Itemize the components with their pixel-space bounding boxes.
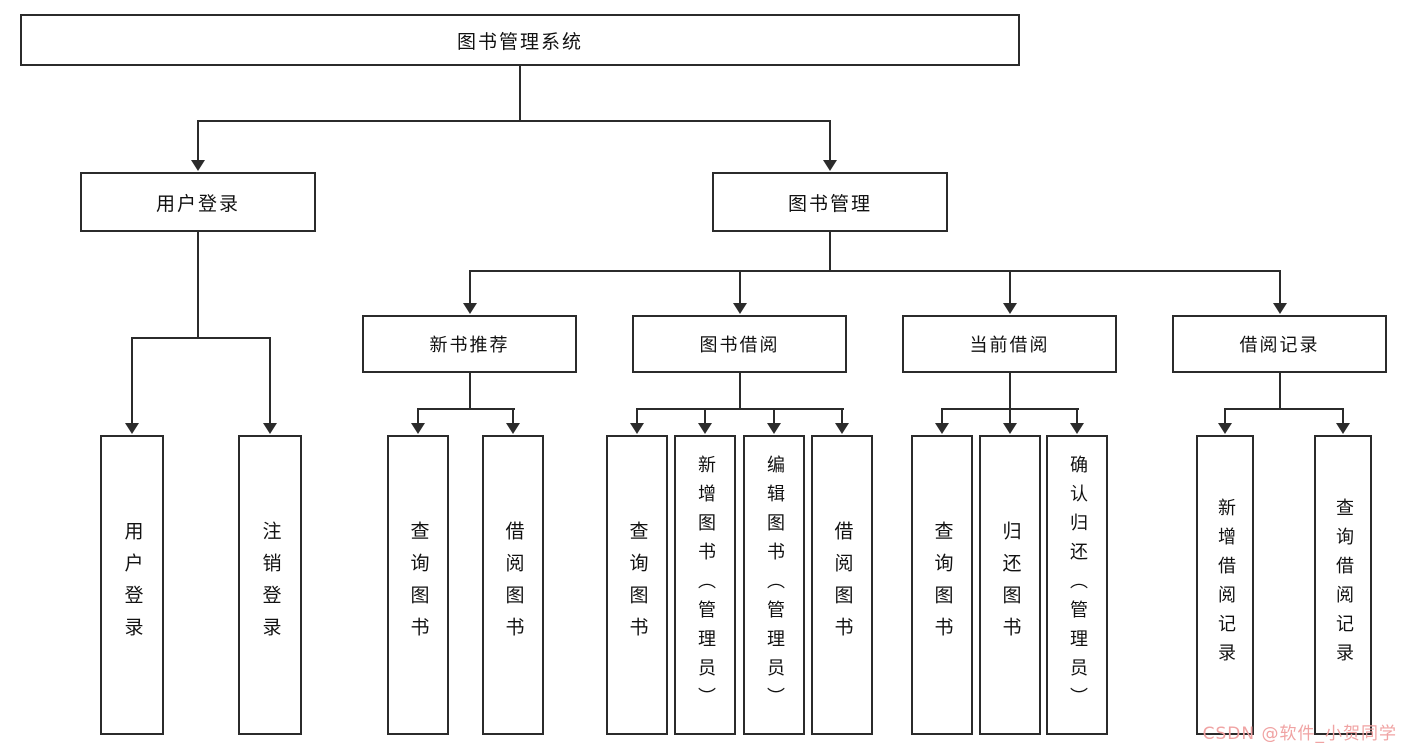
leaf-user-login: 用户登录 xyxy=(100,435,164,735)
arrow-down-icon xyxy=(191,160,205,171)
arrow-down-icon xyxy=(835,423,849,434)
arrow-down-icon xyxy=(1070,423,1084,434)
arrow-down-icon xyxy=(463,303,477,314)
connector-line xyxy=(739,373,741,408)
connector-line xyxy=(1279,373,1281,408)
connector-line xyxy=(1009,373,1011,408)
arrow-down-icon xyxy=(125,423,139,434)
connector-line xyxy=(197,232,199,337)
arrow-down-icon xyxy=(1003,303,1017,314)
connector-line xyxy=(269,337,271,424)
connector-line xyxy=(469,270,471,304)
connector-line xyxy=(829,232,831,270)
connector-line xyxy=(704,408,706,424)
leaf-cb-query-book: 查询图书 xyxy=(911,435,973,735)
arrow-down-icon xyxy=(630,423,644,434)
connector-line xyxy=(131,337,133,424)
node-current-borrow: 当前借阅 xyxy=(902,315,1117,373)
arrow-down-icon xyxy=(1218,423,1232,434)
watermark-text: CSDN @软件_小贺同学 xyxy=(1202,724,1397,744)
leaf-logout: 注销登录 xyxy=(238,435,302,735)
arrow-down-icon xyxy=(263,423,277,434)
connector-line xyxy=(1279,270,1281,304)
connector-line xyxy=(197,120,831,122)
arrow-down-icon xyxy=(935,423,949,434)
connector-line xyxy=(512,408,514,424)
node-book-mgmt: 图书管理 xyxy=(712,172,948,232)
connector-line xyxy=(636,408,638,424)
connector-line xyxy=(197,120,199,161)
arrow-down-icon xyxy=(733,303,747,314)
arrow-down-icon xyxy=(698,423,712,434)
connector-line xyxy=(469,373,471,408)
leaf-cb-confirm-return: 确认归还（管理员） xyxy=(1046,435,1108,735)
connector-line xyxy=(636,408,844,410)
connector-line xyxy=(1224,408,1226,424)
arrow-down-icon xyxy=(1273,303,1287,314)
leaf-cb-return-book: 归还图书 xyxy=(979,435,1041,735)
leaf-rec-query-book: 查询图书 xyxy=(387,435,449,735)
node-root: 图书管理系统 xyxy=(20,14,1020,66)
connector-line xyxy=(773,408,775,424)
node-book-borrow: 图书借阅 xyxy=(632,315,847,373)
arrow-down-icon xyxy=(1336,423,1350,434)
arrow-down-icon xyxy=(823,160,837,171)
arrow-down-icon xyxy=(767,423,781,434)
connector-line xyxy=(1224,408,1344,410)
leaf-br-query-record: 查询借阅记录 xyxy=(1314,435,1372,735)
connector-line xyxy=(1009,270,1011,304)
leaf-rec-borrow-book: 借阅图书 xyxy=(482,435,544,735)
connector-line xyxy=(941,408,943,424)
connector-line xyxy=(841,408,843,424)
leaf-bb-edit-book: 编辑图书（管理员） xyxy=(743,435,805,735)
connector-line xyxy=(131,337,271,339)
connector-line xyxy=(1076,408,1078,424)
node-new-book-rec: 新书推荐 xyxy=(362,315,577,373)
node-user-login: 用户登录 xyxy=(80,172,316,232)
leaf-bb-query-book: 查询图书 xyxy=(606,435,668,735)
leaf-bb-add-book: 新增图书（管理员） xyxy=(674,435,736,735)
connector-line xyxy=(417,408,419,424)
leaf-bb-borrow-book: 借阅图书 xyxy=(811,435,873,735)
connector-line xyxy=(1009,408,1011,424)
connector-line xyxy=(829,120,831,161)
connector-line xyxy=(519,66,521,120)
connector-line xyxy=(469,270,1281,272)
connector-line xyxy=(739,270,741,304)
node-borrow-records: 借阅记录 xyxy=(1172,315,1387,373)
arrow-down-icon xyxy=(1003,423,1017,434)
leaf-br-add-record: 新增借阅记录 xyxy=(1196,435,1254,735)
arrow-down-icon xyxy=(506,423,520,434)
connector-line xyxy=(417,408,515,410)
connector-line xyxy=(1342,408,1344,424)
arrow-down-icon xyxy=(411,423,425,434)
